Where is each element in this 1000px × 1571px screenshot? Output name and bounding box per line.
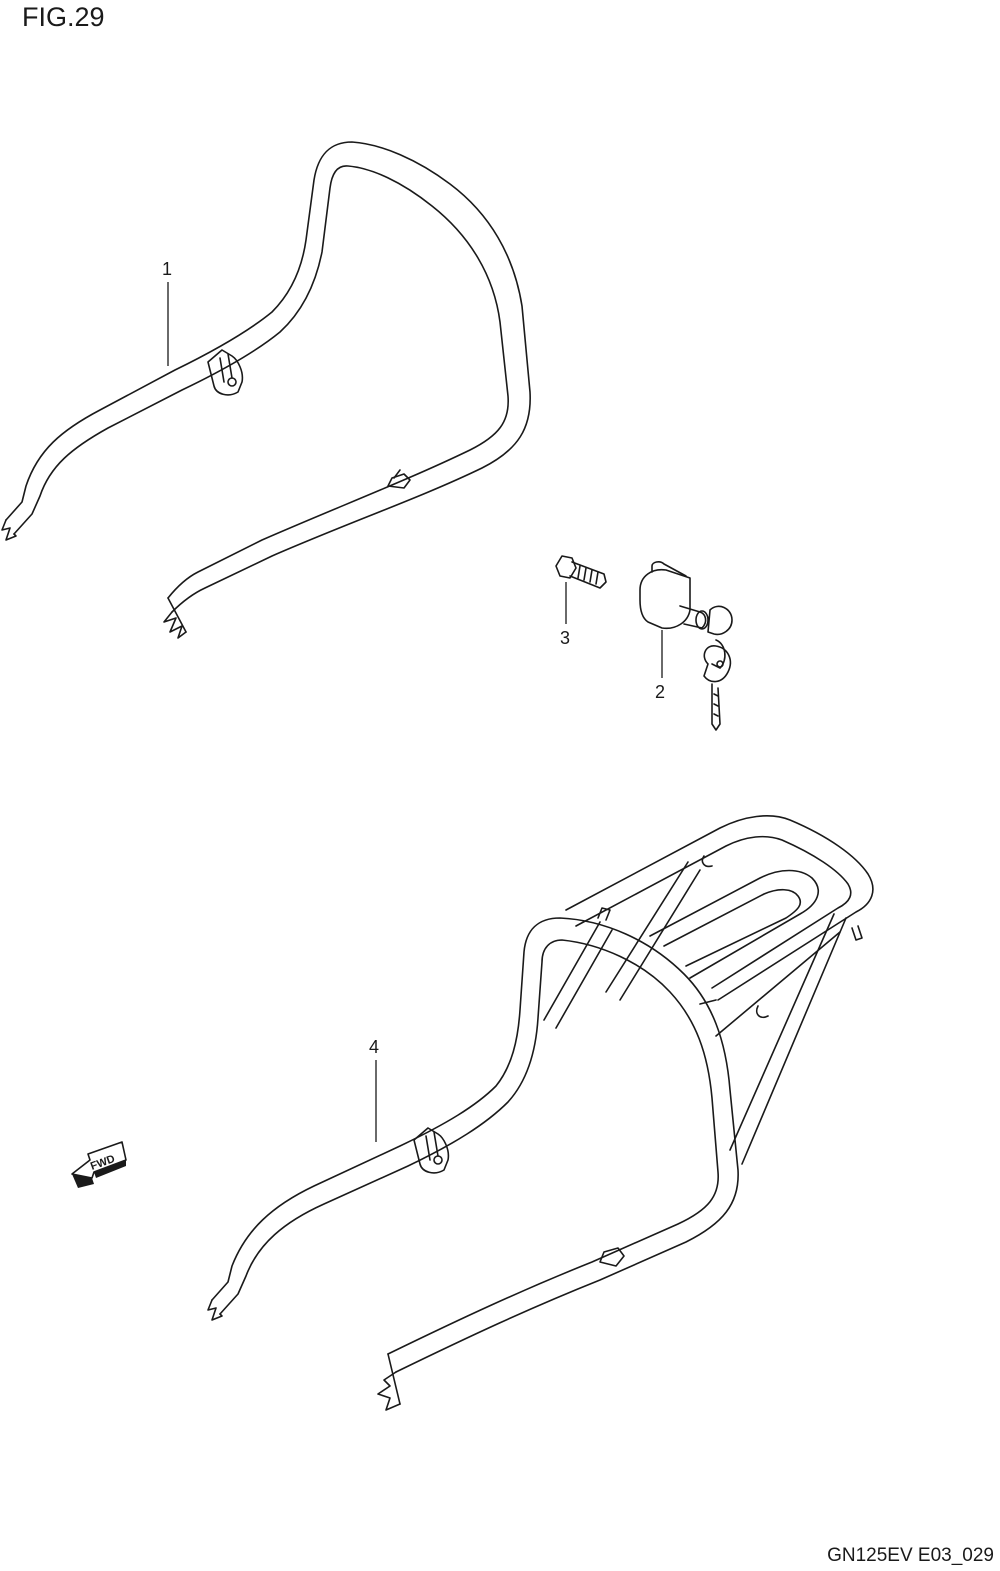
- figure-title: FIG.29: [22, 2, 105, 32]
- part-2-lock-set: 2: [639, 561, 733, 731]
- fwd-arrow-icon: FWD: [71, 1141, 127, 1188]
- part-1-grab-handle: 1: [1, 141, 531, 639]
- part-3-bolt: 3: [555, 555, 607, 648]
- callout-4-label: 4: [369, 1037, 379, 1057]
- callout-2-label: 2: [655, 682, 665, 702]
- callout-1-label: 1: [162, 259, 172, 279]
- figure-code: GN125EV E03_029: [827, 1545, 994, 1566]
- callout-3-label: 3: [560, 628, 570, 648]
- part-4-rear-carrier: 4: [207, 815, 874, 1411]
